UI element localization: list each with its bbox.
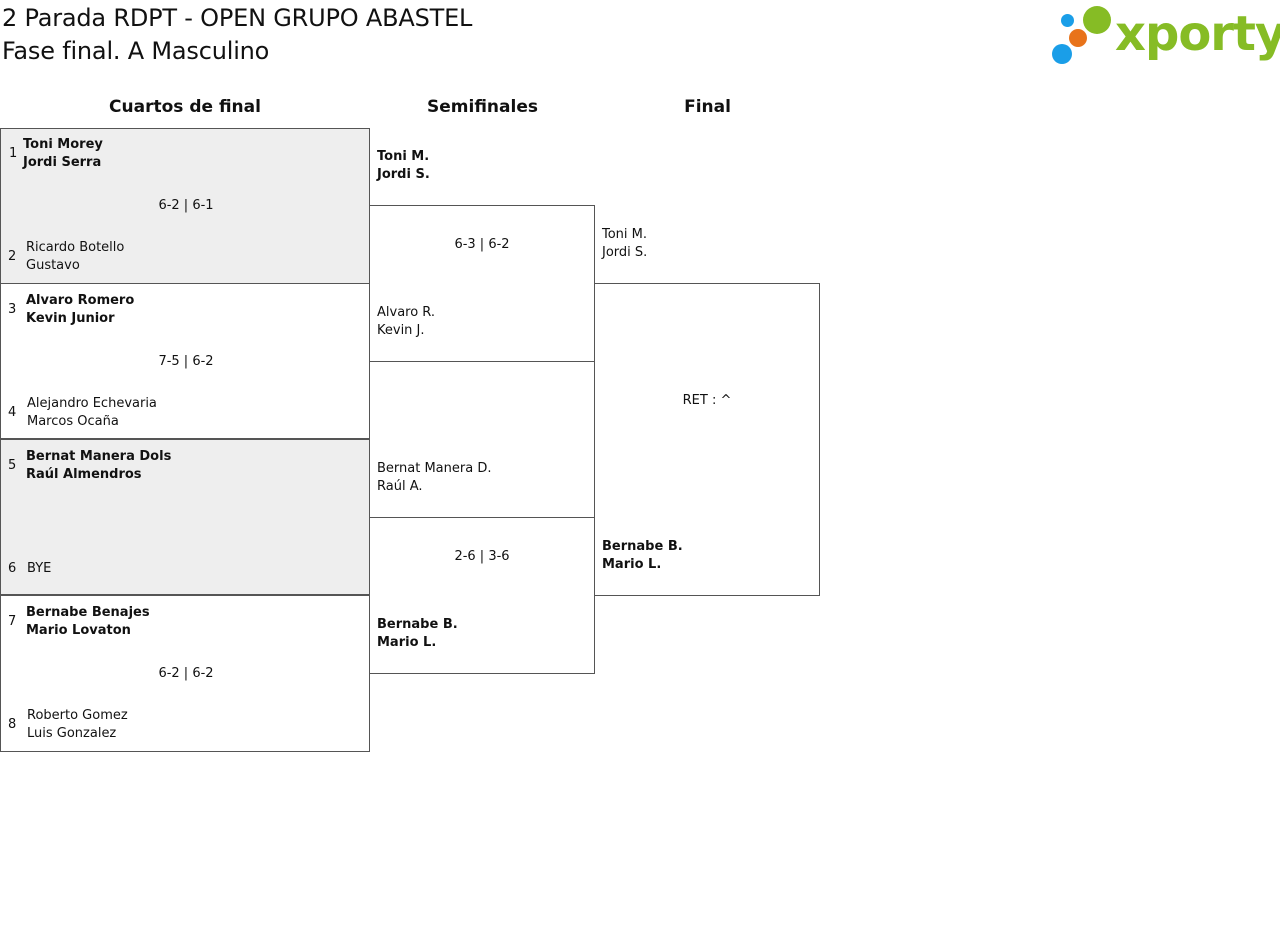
player-name: Toni M. bbox=[602, 227, 648, 242]
match-score: 7-5 | 6-2 bbox=[158, 354, 214, 369]
final-team-top: Toni M. Jordi S. bbox=[602, 226, 647, 262]
player-name: Raúl A. bbox=[377, 479, 423, 494]
quarterfinal-match-4[interactable]: 7 Bernabe Benajes Mario Lovaton 6-2 | 6-… bbox=[0, 595, 370, 752]
quarterfinal-match-2[interactable]: 3 Alvaro Romero Kevin Junior 7-5 | 6-2 4… bbox=[0, 283, 370, 439]
team-winner: Bernabe Benajes Mario Lovaton bbox=[26, 604, 150, 640]
seed-number: 7 bbox=[8, 614, 17, 629]
logo-dot-green-icon bbox=[1083, 6, 1111, 34]
seed-number: 5 bbox=[8, 458, 17, 473]
player-name: Mario L. bbox=[377, 635, 437, 650]
player-name: Luis Gonzalez bbox=[27, 726, 117, 741]
player-name: Alvaro R. bbox=[377, 305, 436, 320]
seed-number: 3 bbox=[8, 302, 17, 317]
match-score: 6-2 | 6-2 bbox=[158, 666, 214, 681]
player-name: Bernabe B. bbox=[377, 617, 458, 632]
team-winner: Toni Morey Jordi Serra bbox=[23, 136, 103, 172]
player-name: Bernat Manera Dols bbox=[26, 449, 172, 464]
player-name: Toni Morey bbox=[23, 137, 103, 152]
player-name: Kevin J. bbox=[377, 323, 425, 338]
quarterfinal-match-1[interactable]: 1 Toni Morey Jordi Serra 6-2 | 6-1 2 Ric… bbox=[0, 128, 370, 284]
page-subtitle: Fase final. A Masculino bbox=[2, 37, 270, 65]
final-team-bottom: Bernabe B. Mario L. bbox=[602, 538, 683, 574]
seed-number: 8 bbox=[8, 717, 17, 732]
team-winner: Alvaro Romero Kevin Junior bbox=[26, 292, 134, 328]
player-name: Jordi S. bbox=[377, 167, 430, 182]
semifinal-1-team-top: Toni M. Jordi S. bbox=[377, 148, 430, 184]
team-loser: BYE bbox=[27, 560, 51, 578]
match-score: 2-6 | 3-6 bbox=[454, 549, 510, 564]
player-name: Jordi Serra bbox=[23, 155, 102, 170]
player-name: Mario Lovaton bbox=[26, 623, 131, 638]
semifinal-1-team-bottom: Alvaro R. Kevin J. bbox=[377, 304, 435, 340]
match-score: RET : ^ bbox=[682, 393, 732, 408]
team-loser: Alejandro Echevaria Marcos Ocaña bbox=[27, 395, 157, 431]
player-name: Alejandro Echevaria bbox=[27, 396, 157, 411]
player-name: BYE bbox=[27, 561, 52, 576]
semifinal-2-team-top: Bernat Manera D. Raúl A. bbox=[377, 460, 491, 496]
player-name: Jordi S. bbox=[602, 245, 648, 260]
player-name: Gustavo bbox=[26, 258, 80, 273]
quarterfinal-match-3[interactable]: 5 Bernat Manera Dols Raúl Almendros 6 BY… bbox=[0, 439, 370, 595]
logo-dot-blue-icon bbox=[1052, 44, 1072, 64]
player-name: Ricardo Botello bbox=[26, 240, 125, 255]
seed-number: 1 bbox=[9, 146, 18, 161]
page-title: 2 Parada RDPT - OPEN GRUPO ABASTEL bbox=[2, 4, 473, 32]
semifinal-2-team-bottom: Bernabe B. Mario L. bbox=[377, 616, 458, 652]
seed-number: 6 bbox=[8, 561, 17, 576]
xporty-logo[interactable]: xporty bbox=[1050, 4, 1280, 68]
team-loser: Roberto Gomez Luis Gonzalez bbox=[27, 707, 128, 743]
player-name: Bernabe B. bbox=[602, 539, 683, 554]
player-name: Kevin Junior bbox=[26, 311, 115, 326]
player-name: Toni M. bbox=[377, 149, 430, 164]
semifinal-match-2[interactable]: 2-6 | 3-6 Bernabe B. Mario L. bbox=[369, 517, 595, 674]
round-heading-quarterfinals: Cuartos de final bbox=[109, 97, 261, 117]
player-name: Alvaro Romero bbox=[26, 293, 135, 308]
player-name: Mario L. bbox=[602, 557, 662, 572]
logo-dot-blue-small-icon bbox=[1061, 14, 1074, 27]
player-name: Marcos Ocaña bbox=[27, 414, 119, 429]
match-score: 6-3 | 6-2 bbox=[454, 237, 510, 252]
round-heading-semifinals: Semifinales bbox=[427, 97, 538, 117]
semifinal-match-1[interactable]: 6-3 | 6-2 Alvaro R. Kevin J. bbox=[369, 205, 595, 362]
seed-number: 4 bbox=[8, 405, 17, 420]
final-match[interactable]: RET : ^ Bernabe B. Mario L. bbox=[594, 283, 820, 596]
logo-dot-orange-icon bbox=[1069, 29, 1087, 47]
player-name: Bernat Manera D. bbox=[377, 461, 492, 476]
team-loser: Ricardo Botello Gustavo bbox=[26, 239, 124, 275]
match-score: 6-2 | 6-1 bbox=[158, 198, 214, 213]
round-heading-final: Final bbox=[684, 97, 731, 117]
player-name: Roberto Gomez bbox=[27, 708, 128, 723]
player-name: Bernabe Benajes bbox=[26, 605, 150, 620]
seed-number: 2 bbox=[8, 249, 17, 264]
player-name: Raúl Almendros bbox=[26, 467, 142, 482]
logo-wordmark: xporty bbox=[1115, 6, 1280, 62]
team-winner: Bernat Manera Dols Raúl Almendros bbox=[26, 448, 171, 484]
